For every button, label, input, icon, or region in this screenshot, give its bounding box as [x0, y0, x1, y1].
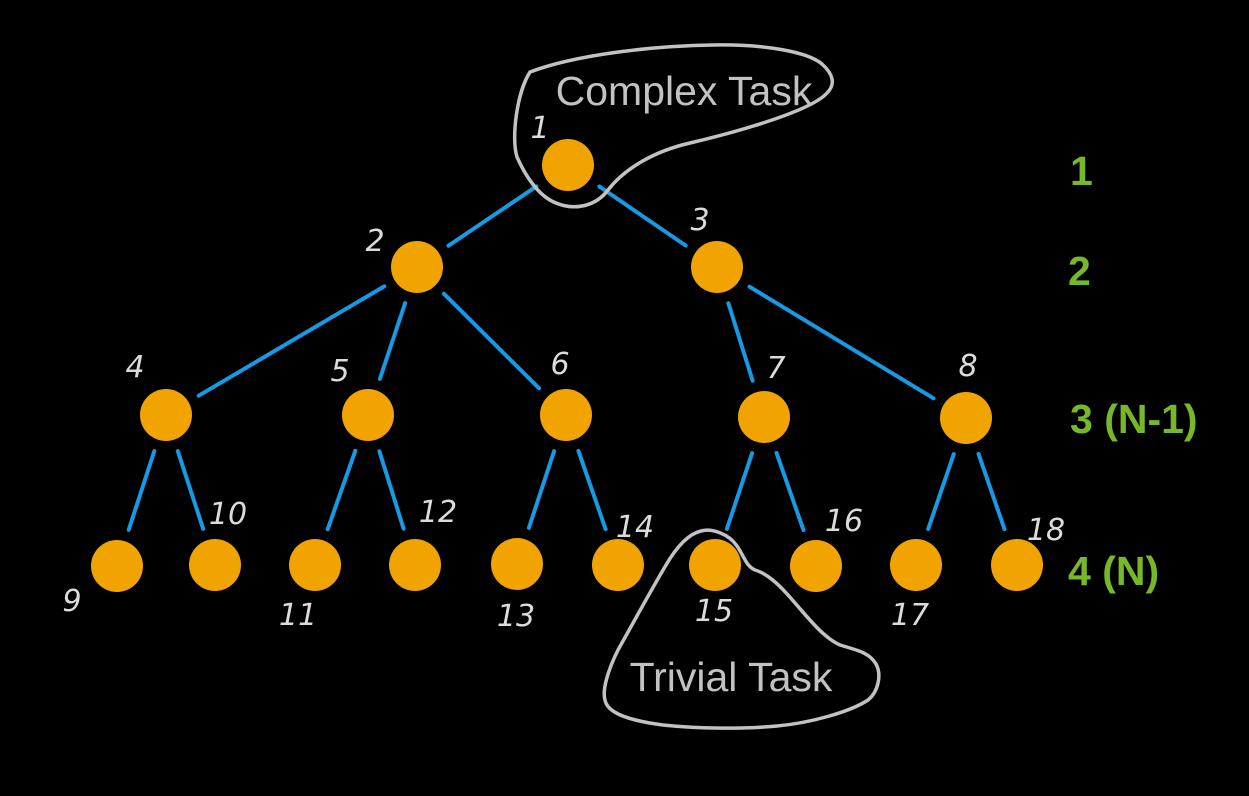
- tree-edge-7-16: [774, 450, 806, 533]
- tree-node-10: [189, 539, 241, 591]
- tree-node-6: [540, 389, 592, 441]
- complex-task-outline: [512, 43, 835, 209]
- node-number-10: 10: [209, 497, 247, 532]
- tree-node-2: [391, 241, 443, 293]
- tree-edge-8-18: [976, 451, 1007, 532]
- tree-edge-3-8: [747, 284, 936, 401]
- tree-node-3: [691, 241, 743, 293]
- node-number-9: 9: [62, 584, 81, 619]
- trivial-task-outline: [602, 528, 881, 730]
- node-number-11: 11: [279, 598, 317, 633]
- node-number-5: 5: [330, 354, 349, 389]
- tree-node-16: [790, 540, 842, 592]
- level-label-1: 1: [1070, 148, 1093, 194]
- node-number-3: 3: [690, 203, 709, 238]
- node-number-18: 18: [1027, 513, 1065, 548]
- tree-node-8: [940, 392, 992, 444]
- tree-edge-2-6: [442, 291, 541, 391]
- level-label-3: 3 (N-1): [1070, 396, 1198, 442]
- tree-edge-1-3: [597, 184, 688, 248]
- node-number-14: 14: [616, 510, 654, 545]
- tree-node-18: [991, 539, 1043, 591]
- tree-node-15: [689, 539, 741, 591]
- tree-edge-6-13: [526, 449, 557, 530]
- node-number-15: 15: [695, 594, 733, 629]
- tree-node-9: [91, 540, 143, 592]
- level-label-4: 4 (N): [1068, 548, 1159, 594]
- tree-edge-7-15: [724, 451, 755, 531]
- edges-layer: [126, 184, 1007, 533]
- tree-node-4: [140, 389, 192, 441]
- node-number-8: 8: [958, 349, 977, 384]
- tree-edge-1-2: [446, 184, 539, 248]
- node-number-7: 7: [766, 351, 785, 386]
- levels-layer: 1 2 3 (N-1) 4 (N): [1068, 148, 1198, 594]
- node-number-4: 4: [125, 350, 144, 385]
- tree-edge-4-10: [175, 449, 206, 531]
- node-number-2: 2: [365, 224, 384, 259]
- node-number-17: 17: [891, 598, 929, 633]
- tree-node-13: [491, 538, 543, 590]
- tree-node-14: [592, 539, 644, 591]
- trivial-task-label: Trivial Task: [630, 654, 833, 700]
- tree-node-1: [542, 139, 594, 191]
- tree-edge-2-4: [196, 284, 387, 398]
- tree-node-11: [289, 539, 341, 591]
- level-label-2: 2: [1068, 248, 1091, 294]
- nodes-layer: [91, 139, 1043, 592]
- tree-node-17: [890, 539, 942, 591]
- tree-edge-3-7: [726, 301, 755, 383]
- tree-edge-5-12: [377, 449, 406, 531]
- node-number-16: 16: [825, 504, 863, 539]
- tree-node-7: [738, 391, 790, 443]
- tree-node-5: [342, 389, 394, 441]
- tree-node-12: [389, 539, 441, 591]
- tree-edge-2-5: [377, 301, 408, 381]
- node-number-1: 1: [530, 111, 549, 146]
- node-number-13: 13: [497, 599, 535, 634]
- tree-edge-8-17: [926, 452, 956, 531]
- node-number-6: 6: [550, 347, 569, 382]
- tree-edge-6-14: [576, 448, 608, 532]
- node-number-12: 12: [419, 495, 457, 530]
- complex-task-label: Complex Task: [556, 68, 813, 114]
- tree-edge-4-9: [126, 449, 157, 532]
- tree-edge-5-11: [325, 448, 358, 532]
